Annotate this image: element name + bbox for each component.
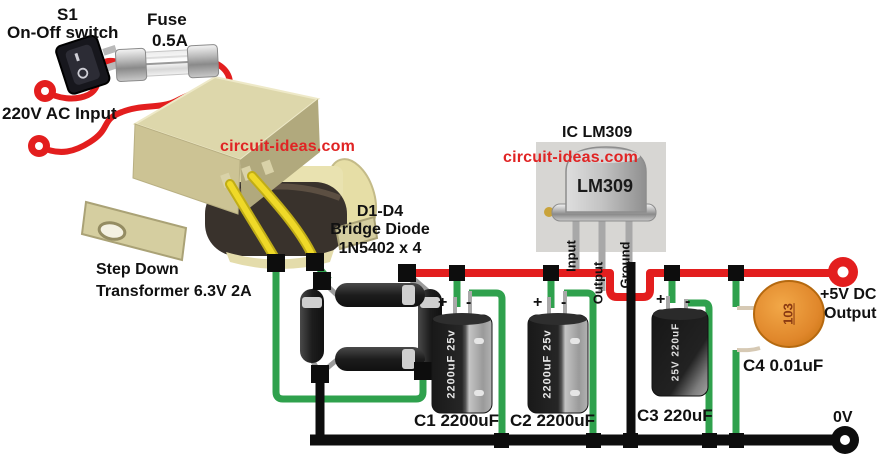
green-wire-c1-minus (469, 289, 506, 438)
capacitor-c4 (736, 280, 825, 353)
junction-ground-ic (623, 433, 638, 448)
c3-minus-label: - (685, 293, 691, 310)
ac-terminal-1-hole (41, 87, 49, 95)
bridge-label-line2: Bridge Diode (330, 221, 430, 239)
ic-marking-label: LM309 (577, 176, 634, 196)
junction-secondary-1 (267, 254, 285, 272)
c1-label: C1 2200uF (414, 411, 500, 430)
c2-minus-label: - (561, 294, 567, 311)
switch-off-mark (77, 67, 89, 79)
transformer-shield-front (132, 123, 241, 215)
c1-vent-mark-2 (474, 390, 484, 396)
junction-bridge-plus (398, 264, 416, 282)
junction-ground-c1 (494, 433, 509, 448)
fuse-cap-left (114, 47, 148, 82)
yellow-wire-2 (249, 173, 317, 262)
bridge-label-line1: D1-D4 (356, 203, 404, 220)
ac-terminal-2-hole (35, 142, 43, 150)
c2-vent-mark-2 (570, 390, 580, 396)
junction-rail-c4 (728, 265, 744, 281)
switch-rocker (65, 44, 100, 85)
ic-lm309 (536, 142, 666, 291)
green-wire-secondary-loop (272, 262, 427, 403)
zero-volt-label: 0V (833, 409, 853, 426)
fuse-component (114, 44, 220, 82)
junction-bridge-ac2 (414, 362, 432, 380)
c4-lead-bottom (736, 346, 761, 353)
zero-volt-terminal-hole (840, 435, 850, 445)
c2-vent-mark-1 (570, 338, 580, 344)
transformer-flange-right (334, 215, 379, 251)
capacitor-c3 (651, 296, 709, 397)
transformer-label-2: Transformer 6.3V 2A (96, 283, 252, 300)
junction-ground-c2 (586, 433, 601, 448)
watermark-1: circuit-ideas.com (220, 138, 356, 155)
c1-vent-mark-1 (474, 338, 484, 344)
ic-can-top-highlight (572, 149, 640, 163)
junction-secondary-2 (306, 253, 324, 271)
c1-top (433, 313, 491, 325)
ic-can-body (565, 146, 647, 213)
c3-marking: 25V 220uF (670, 322, 682, 382)
watermark-2: circuit-ideas.com (503, 149, 639, 166)
pin-ground-label: Ground (617, 241, 633, 289)
pin-output-label: Output (590, 261, 606, 305)
diode-d1-band (302, 297, 322, 308)
transformer-flange-hole (97, 221, 127, 241)
junction-bridge-minus (311, 365, 329, 383)
s1-desc-label: On-Off switch (7, 23, 119, 42)
switch-pin-1 (102, 44, 117, 56)
junction-rail-c2 (543, 265, 559, 281)
c4-disc (753, 280, 825, 348)
c1-minus-label: - (466, 294, 472, 311)
junction-ground-c4 (729, 433, 744, 448)
capacitor-c1 (431, 291, 493, 414)
c2-marking: 2200uF 25v (541, 329, 554, 399)
dc-output-label-2: Output (824, 305, 877, 322)
c2-body (527, 314, 589, 414)
c3-top (653, 308, 707, 320)
diode-d3-band (402, 285, 415, 305)
junction-ground-c3 (702, 433, 717, 448)
diode-d4-band (402, 349, 415, 369)
transformer-flange-left (80, 200, 188, 262)
transformer-label-1: Step Down (96, 261, 179, 278)
dc-output-label-1: +5V DC (820, 286, 877, 303)
green-wire-c2-minus (564, 289, 597, 438)
pin-input-label: Input (563, 240, 579, 272)
ic-tab (544, 207, 554, 217)
secondary-wires (225, 171, 319, 265)
c4-label: C4 0.01uF (743, 356, 824, 375)
c2-label: C2 2200uF (510, 411, 596, 430)
c3-label: C3 220uF (637, 406, 713, 425)
c3-plus-label: + (656, 291, 666, 308)
junction-bridge-ac1 (313, 272, 331, 290)
bridge-label: D1-D4 Bridge Diode 1N5402 x 4 (318, 203, 442, 258)
c1-plus-label: + (438, 294, 448, 311)
ac-input-label: 220V AC Input (2, 104, 117, 123)
switch-on-mark (74, 52, 80, 62)
fuse-cap-right (186, 44, 220, 79)
junction-rail-c3 (664, 265, 680, 281)
s1-label: S1 (57, 5, 78, 24)
ic-title-label: IC LM309 (562, 124, 633, 141)
green-wire-c3-minus (687, 299, 713, 438)
junctions (267, 253, 744, 448)
diode-d2-band (420, 297, 440, 308)
junction-rail-c1 (449, 265, 465, 281)
transformer-pin-3 (261, 159, 275, 175)
capacitor-c2 (527, 291, 589, 414)
c2-top (529, 313, 587, 325)
rocker-switch (55, 34, 119, 95)
bridge-label-line3: 1N5402 x 4 (338, 239, 422, 257)
fuse-label: Fuse (147, 10, 187, 29)
c2-plus-label: + (533, 294, 543, 311)
c1-marking: 2200uF 25v (445, 329, 458, 399)
yellow-wire-1 (227, 181, 279, 263)
fuse-rating-label: 0.5A (152, 31, 188, 50)
dc-output-terminal-hole (837, 266, 849, 278)
c4-marking: 103 (780, 303, 796, 325)
c1-body (431, 314, 493, 414)
